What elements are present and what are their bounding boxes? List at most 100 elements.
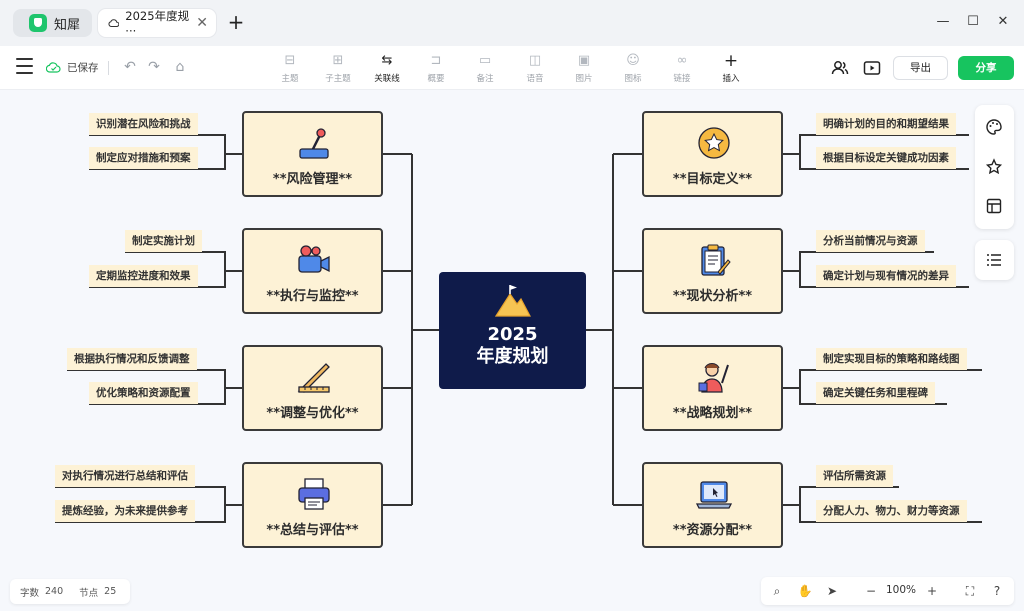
subtopic[interactable]: 对执行情况进行总结和评估 [55,465,195,487]
subtopic[interactable]: 优化策略和资源配置 [89,382,198,404]
new-tab-button[interactable]: + [227,10,245,34]
joystick-icon [299,128,329,159]
subtopic[interactable]: 制定应对措施和预案 [89,147,198,169]
layout-icon[interactable] [985,197,1003,215]
subtopic[interactable]: 提炼经验，为未来提供参考 [55,500,195,522]
subtopic[interactable]: 明确计划的目的和期望结果 [816,113,956,135]
tool-link[interactable]: ∞链接 [662,51,702,87]
relation-line-icon: ⇆ [381,53,393,68]
root-title: 年度规划 [476,346,549,367]
fullscreen-icon[interactable]: ⛶ [965,584,975,598]
search-icon[interactable]: ⌕ [773,584,781,598]
topic-goal-definition[interactable]: **目标定义** [642,111,783,197]
ruler-icon [297,363,330,393]
topic-execution-monitoring[interactable]: **执行与监控** [242,228,383,314]
presentation-icon[interactable] [862,58,882,78]
root-topic[interactable]: 2025 年度规划 [439,272,586,389]
collaborators-icon[interactable] [830,58,850,78]
topic-risk-management[interactable]: **风险管理** [242,111,383,197]
tool-relation-line[interactable]: ⇆关联线 [367,51,407,87]
note-icon: ▭ [478,53,492,68]
palette-icon[interactable] [985,118,1003,136]
node-count-label: 节点 [79,587,99,599]
laptop-icon [696,481,732,509]
node-count-value: 25 [104,586,117,597]
subtopic[interactable]: 识别潜在风险和挑战 [89,113,198,135]
outline-list-icon[interactable] [985,251,1003,269]
mountain-flag-icon [494,285,531,317]
tool-note[interactable]: ▭备注 [465,51,505,87]
tool-emoji[interactable]: ☺图标 [613,51,653,87]
clipboard-icon [701,244,731,276]
tool-insert[interactable]: +插入 [711,51,751,87]
menu-icon[interactable] [16,58,33,74]
subtopic[interactable]: 评估所需资源 [816,465,893,487]
share-button[interactable]: 分享 [958,56,1014,80]
zoom-in-button[interactable]: + [926,584,938,598]
cloud-check-icon [46,62,61,73]
root-year: 2025 [487,324,538,345]
app-logo-icon [29,14,47,32]
subtopic[interactable]: 分析当前情况与资源 [816,230,925,252]
subtopic-icon: ⊞ [332,53,344,68]
topic-summary-evaluation[interactable]: **总结与评估** [242,462,383,548]
saved-label: 已保存 [67,62,99,74]
title-bar: 知犀 2025年度规··· ✕ + — ☐ ✕ [0,0,1024,46]
connector-lines [55,134,982,523]
topic-status-analysis[interactable]: **现状分析** [642,228,783,314]
topic-icon: ⊟ [284,53,296,68]
minimize-icon[interactable]: — [936,14,950,29]
video-camera-icon [298,245,330,273]
window-close-icon[interactable]: ✕ [997,14,1009,29]
document-tab-title: 2025年度规··· [125,9,190,38]
zoom-level: 100% [886,584,917,596]
image-icon: ▣ [577,53,591,68]
document-stats: 字数 240 节点 25 [10,579,130,604]
printer-icon [298,478,330,510]
divider [108,61,109,75]
tool-voice[interactable]: ◫语音 [515,51,555,87]
subtopic[interactable]: 制定实施计划 [125,230,202,252]
cloud-icon [108,19,120,27]
tool-topic[interactable]: ⊟主题 [270,51,310,87]
style-side-panel [975,105,1014,229]
teacher-icon [698,363,729,393]
hand-tool-icon[interactable]: ✋ [797,584,813,598]
topic-strategic-planning[interactable]: **战略规划** [642,345,783,431]
undo-icon[interactable]: ↶ [124,59,136,75]
mindmap-canvas[interactable]: 2025 年度规划 **风险管理** **执行与监控** **调整与优化** *… [0,91,1024,611]
link-icon: ∞ [676,53,688,68]
subtopic[interactable]: 确定关键任务和里程碑 [816,382,935,404]
document-tab[interactable]: 2025年度规··· ✕ [98,9,216,38]
subtopic[interactable]: 根据目标设定关键成功因素 [816,147,956,169]
format-painter-icon[interactable]: ⌂ [175,59,185,75]
locate-icon[interactable]: ➤ [826,584,838,598]
voice-icon: ◫ [528,53,542,68]
tool-image[interactable]: ▣图片 [564,51,604,87]
help-icon[interactable]: ? [993,584,1001,598]
insert-icon: + [723,51,739,71]
tool-summary[interactable]: ⊐概要 [416,51,456,87]
zoom-bar: ⌕ ✋ ➤ − 100% + ⛶ ? [761,577,1014,605]
topic-resource-allocation[interactable]: **资源分配** [642,462,783,548]
save-status: 已保存 [46,60,99,75]
outline-panel [975,240,1014,280]
subtopic[interactable]: 制定实现目标的策略和路线图 [816,348,967,370]
subtopic[interactable]: 根据执行情况和反馈调整 [67,348,197,370]
subtopic[interactable]: 确定计划与现有情况的差异 [816,265,956,287]
word-count-label: 字数 [20,587,40,599]
export-button[interactable]: 导出 [893,56,948,80]
subtopic[interactable]: 定期监控进度和效果 [89,265,198,287]
topic-adjust-optimize[interactable]: **调整与优化** [242,345,383,431]
maximize-icon[interactable]: ☐ [967,14,979,29]
star-badge-icon [698,127,730,159]
sticker-icon[interactable] [985,158,1003,176]
toolbar: 已保存 ↶ ↷ ⌂ ⊟主题 ⊞子主题 ⇆关联线 ⊐概要 ▭备注 ◫语音 ▣图片 … [0,46,1024,90]
redo-icon[interactable]: ↷ [148,59,160,75]
tool-subtopic[interactable]: ⊞子主题 [318,51,358,87]
close-tab-icon[interactable]: ✕ [196,15,208,31]
subtopic[interactable]: 分配人力、物力、财力等资源 [816,500,967,522]
zoom-out-button[interactable]: − [865,584,877,598]
emoji-icon: ☺ [626,53,640,68]
app-home-tab[interactable]: 知犀 [13,9,92,37]
